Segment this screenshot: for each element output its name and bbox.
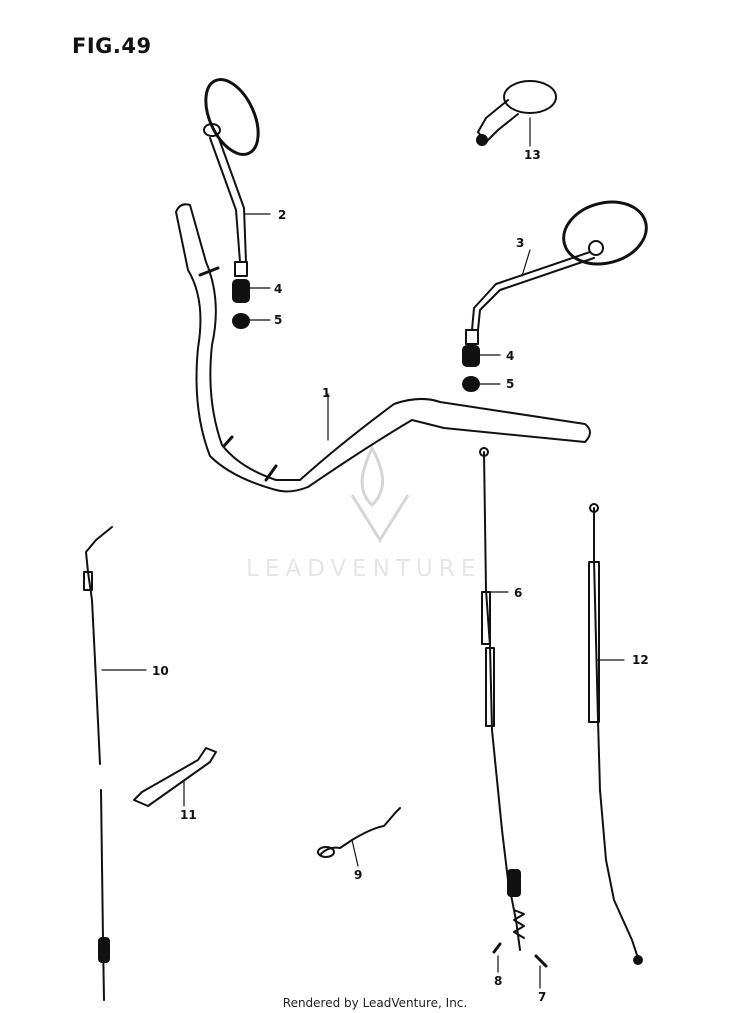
right-mirror-stem [471,251,595,331]
left-mirror-pivot [203,123,221,137]
pin-8 [492,942,502,954]
brake-cable-12-sleeve [588,561,600,723]
clutch-cable-6-spring [513,909,525,939]
callout-6: 6 [514,586,523,600]
right-mirror-pivot [588,240,604,256]
watermark-logo-icon [350,444,410,543]
left-adapter-4 [232,279,250,303]
callout-8: 8 [494,974,503,988]
callout-2: 2 [278,208,287,222]
watermark-text: LEADVENTURE [246,556,482,582]
callout-5-left: 5 [274,313,283,327]
leader-lines [101,117,625,989]
right-nut-5 [462,376,480,392]
clamp-bolt [476,134,488,146]
cable-guide-11 [133,747,217,807]
throttle-cable-end [98,937,110,963]
left-mirror-stem [209,135,247,263]
clutch-cable-6-sleeve-lower [485,647,495,727]
footer-credit: Rendered by LeadVenture, Inc. [282,996,468,1010]
throttle-cable-fitting [83,571,93,591]
clutch-cable-6 [483,451,521,951]
throttle-cable-10-lower [100,789,105,1001]
callout-4-right: 4 [506,349,515,363]
callout-13: 13 [524,148,541,162]
bolt-7 [534,954,548,968]
callout-10: 10 [152,664,169,678]
right-adapter-4 [462,345,480,367]
left-nut-5 [232,313,250,329]
handlebar-grip-mark [198,266,220,277]
brake-cable-12-top [589,503,599,513]
callout-1: 1 [322,386,331,400]
right-mirror-head [562,200,648,266]
handlebar [175,203,591,493]
callout-5-right: 5 [506,377,515,391]
brake-cable-12 [593,507,639,959]
callout-11: 11 [180,808,197,822]
clutch-cable-6-top [479,447,489,457]
handlebar-knurl-mark [264,464,278,482]
brake-cable-12-end [633,955,643,965]
clutch-cable-6-sleeve [481,591,491,645]
wire-9-eye [317,846,335,858]
callout-3: 3 [516,236,525,250]
clamp-ring [503,80,557,114]
clutch-cable-6-adjuster [507,869,521,897]
handlebar-knurl-mark [222,435,234,448]
figure-title: FIG.49 [72,34,152,58]
callout-9: 9 [354,868,363,882]
callout-7: 7 [538,990,547,1004]
callout-4-left: 4 [274,282,283,296]
left-mirror-head [204,78,260,156]
callout-12: 12 [632,653,649,667]
right-mirror-adjuster [465,329,479,345]
throttle-cable-10-upper [85,526,113,765]
left-mirror-adjuster [234,261,248,277]
